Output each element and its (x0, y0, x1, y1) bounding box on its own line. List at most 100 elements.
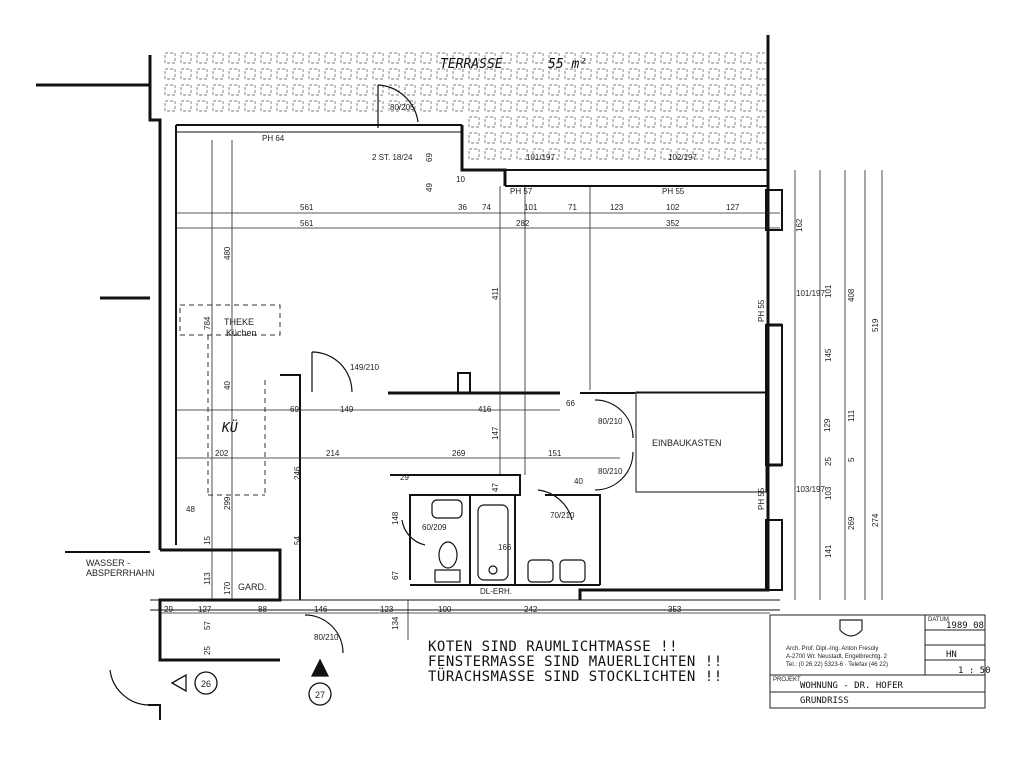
project-label: PROJEKT (773, 677, 801, 683)
dimension-label: 202 (215, 449, 229, 458)
parapet-height: PH 55 (757, 299, 766, 322)
dimension-label: 29 (164, 605, 173, 614)
dimension-label: 101 (524, 203, 538, 212)
section-markers (170, 658, 332, 706)
door-dimension: 80/210 (598, 467, 623, 476)
note-line: TÜRACHSMASSE SIND STOCKLICHTEN !! (428, 667, 723, 685)
window-dimension: 101/197 (796, 289, 825, 298)
window-dimension: 102/197 (668, 153, 697, 162)
dimension-label: 71 (568, 203, 577, 212)
dimension-label: 269 (847, 516, 856, 530)
ceiling-beam-label: DL-ERH. (480, 587, 512, 596)
dimension-label: 162 (795, 218, 804, 232)
terrace-tiles (164, 52, 768, 160)
dimension-label: 40 (223, 381, 232, 390)
doors (109, 84, 634, 706)
kitchen-outline (179, 304, 281, 496)
dimension-label: 48 (186, 505, 195, 514)
counter-label-1: THEKE (224, 317, 254, 327)
section-marker-left: 26 (201, 679, 211, 689)
dimension-label: 127 (726, 203, 740, 212)
dimension-label: 141 (824, 544, 833, 558)
dimension-label: 146 (314, 605, 328, 614)
dimension-label: 353 (668, 605, 682, 614)
dimension-label: 102 (666, 203, 680, 212)
dimension-label: 101 (824, 284, 833, 298)
note-line: FENSTERMASSE SIND MAUERLICHTEN !! (428, 654, 723, 670)
dimension-label: 127 (198, 605, 212, 614)
dimension-label: 129 (823, 418, 832, 432)
dimension-label: 149 (340, 405, 354, 414)
dimension-label: 480 (223, 246, 232, 260)
dimension-label: 147 (491, 426, 500, 440)
dimension-label: 214 (326, 449, 340, 458)
dimension-label: 299 (223, 496, 232, 510)
terrace-label: TERRASSE (440, 57, 503, 72)
fixtures (431, 499, 586, 583)
dimension-label: 561 (300, 219, 314, 228)
dimension-label: 25 (824, 457, 833, 466)
window-dimension: 103/197 (796, 485, 825, 494)
date-label: DATUM (928, 617, 949, 623)
door-dimension: 70/210 (550, 511, 575, 520)
dimension-label: 269 (452, 449, 466, 458)
parapet-height: PH 55 (757, 487, 766, 510)
dimension-label: 416 (478, 405, 492, 414)
dimension-label: 123 (380, 605, 394, 614)
terrace-area: 55 m² (548, 57, 587, 72)
dimension-label: 166 (498, 543, 512, 552)
title-block (769, 614, 986, 709)
dimension-label: 47 (491, 483, 500, 492)
counter-label-2: Küchen (226, 328, 257, 338)
cloakroom-label: GARD. (238, 582, 267, 592)
dimension-label: 111 (847, 409, 856, 422)
door-dimension: 80/205 (390, 103, 415, 112)
water-shutoff-label-2: ABSPERRHAHN (86, 568, 155, 578)
dimension-label: 519 (871, 318, 880, 332)
door-dimension: 149/210 (350, 363, 379, 372)
dimension-label: 5 (847, 457, 856, 462)
dimension-label: 88 (258, 605, 267, 614)
dimension-label: 170 (223, 581, 232, 595)
door-dimension: 60/209 (422, 523, 447, 532)
dimension-label: 784 (203, 316, 212, 330)
stairs-label: 2 ST. 18/24 (372, 153, 413, 162)
dimension-label: 408 (847, 288, 856, 302)
dimension-label: 57 (203, 621, 212, 630)
door-dimension: 80/210 (314, 633, 339, 642)
dimension-label: 246 (293, 466, 302, 480)
scale-value: 1 : 50 (958, 666, 991, 676)
water-shutoff-label-1: WASSER - (86, 558, 130, 568)
dimension-label: 69 (290, 405, 299, 414)
dimension-label: 25 (203, 646, 212, 655)
dimension-label: 49 (425, 183, 434, 192)
dimension-label: 282 (516, 219, 530, 228)
dimension-label: 352 (666, 219, 680, 228)
date-value: 1989 08 (946, 621, 984, 631)
dimension-label: 36 (458, 203, 467, 212)
project-value: WOHNUNG - DR. HOFER (800, 681, 904, 691)
dimension-label: 67 (391, 571, 400, 580)
dimension-label: 561 (300, 203, 314, 212)
section-marker-right: 27 (315, 690, 325, 700)
dimension-label: 242 (524, 605, 538, 614)
drawn-by: HN (946, 650, 957, 660)
dimension-label: 411 (491, 287, 500, 300)
dimension-label: 148 (391, 511, 400, 525)
dimension-label: 100 (438, 605, 452, 614)
drawing-title: GRUNDRISS (800, 696, 849, 706)
dimension-label: 29 (400, 473, 409, 482)
dimension-label: 54 (293, 536, 302, 545)
door-dimension: 80/210 (598, 417, 623, 426)
note-line: KOTEN SIND RAUMLICHTMASSE !! (428, 639, 678, 655)
parapet-height: PH 57 (510, 187, 533, 196)
architect-phone: Tel.: (0 26 22) 5323-6 · Telefax (46 22) (786, 662, 888, 668)
parapet-height: PH 55 (662, 187, 685, 196)
walls (36, 35, 783, 720)
dimension-label: 113 (203, 572, 212, 585)
dimension-label: 66 (566, 399, 575, 408)
builtin-closet-label: EINBAUKASTEN (652, 438, 722, 448)
dimension-label: 123 (610, 203, 624, 212)
dimension-lines (160, 140, 883, 640)
